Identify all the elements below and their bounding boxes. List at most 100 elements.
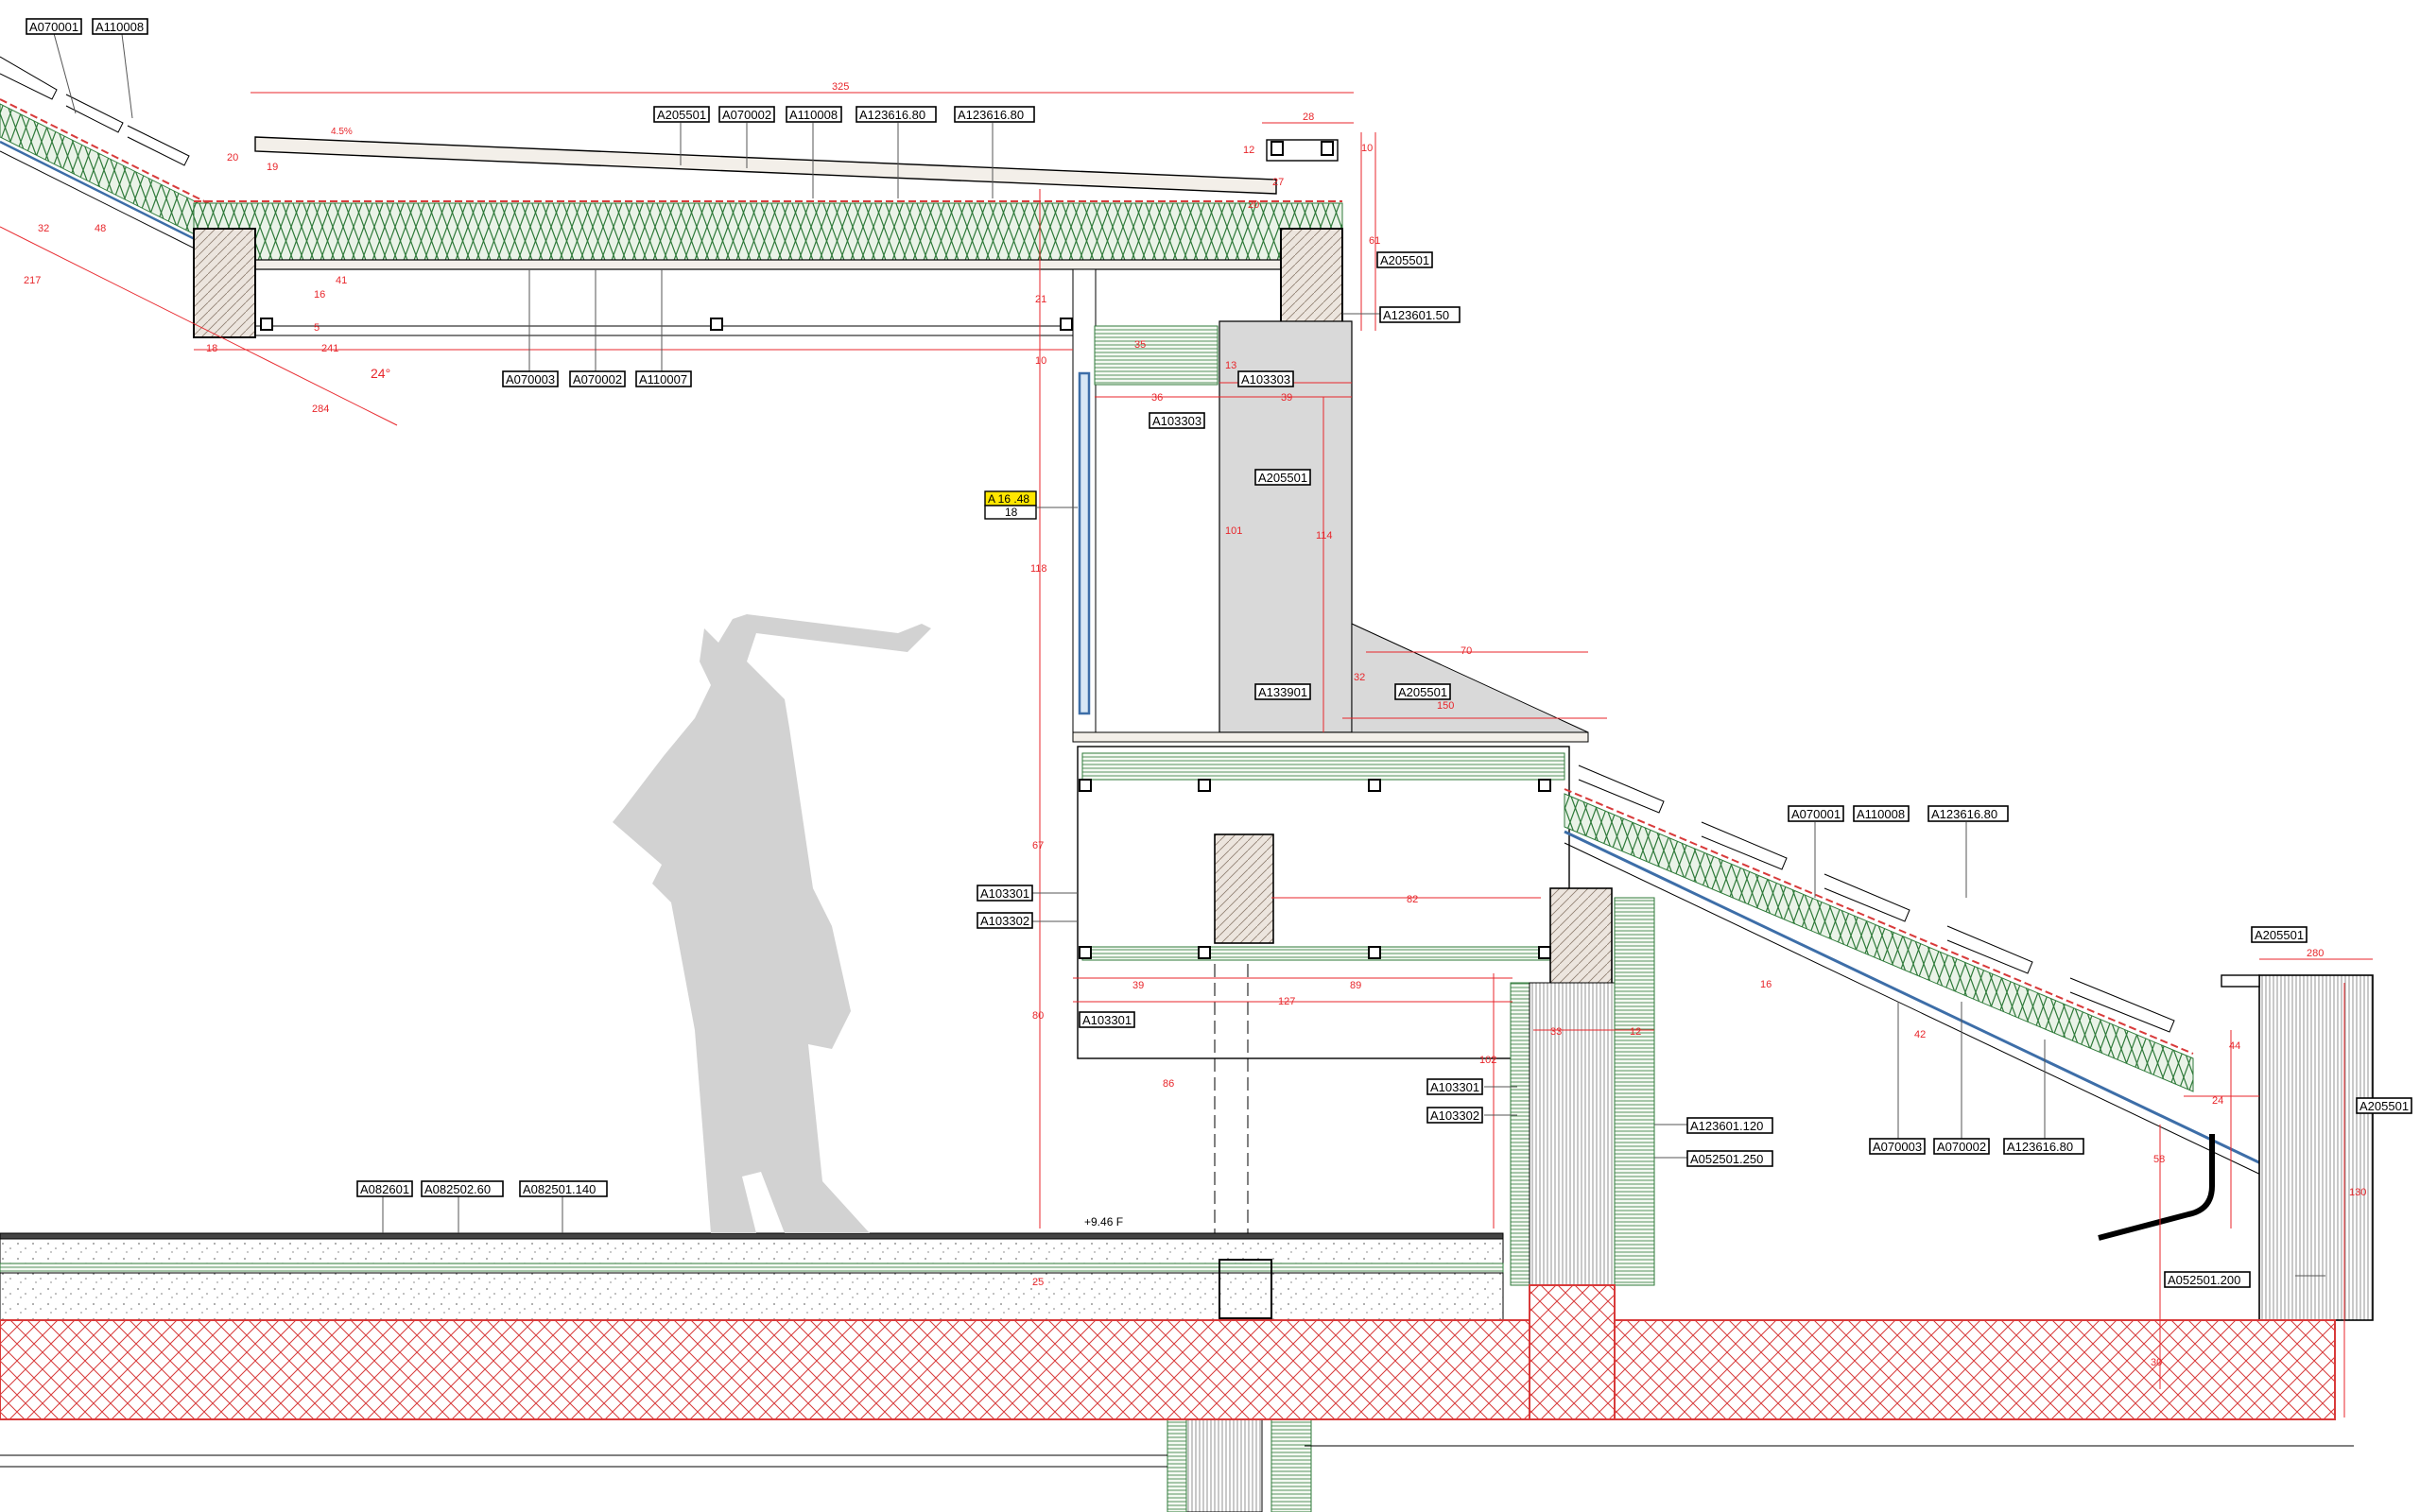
- dim-101: 101: [1225, 525, 1242, 537]
- tag-A103303-b: A103303: [1149, 412, 1205, 429]
- tag-A070002-b: A070002: [569, 370, 626, 387]
- tag-A110008-roof: A110008: [786, 106, 842, 123]
- tag-A123616-80-low: A123616.80: [2003, 1138, 2084, 1155]
- right-pitched-roof: [1564, 765, 2374, 1321]
- tag-A123601-50: A123601.50: [1379, 306, 1461, 323]
- dim-217: 217: [24, 275, 41, 286]
- slope-mark: 4.5%: [331, 127, 353, 137]
- dim-118: 118: [1030, 563, 1047, 575]
- svg-text:A103301: A103301: [1430, 1080, 1479, 1094]
- svg-text:A082601: A082601: [360, 1182, 409, 1196]
- highlighted-window-tag: A 16 .48 18: [984, 490, 1037, 520]
- svg-text:A052501.250: A052501.250: [1690, 1152, 1763, 1166]
- tag-A133901: A133901: [1254, 683, 1311, 700]
- svg-text:A070001: A070001: [1791, 807, 1841, 821]
- dim-61: 61: [1369, 235, 1380, 247]
- svg-text:18: 18: [1005, 506, 1018, 519]
- leader-lines: [51, 26, 2325, 1277]
- tag-A123616-80-right: A123616.80: [1927, 805, 2009, 822]
- tag-A103301: A103301: [977, 885, 1033, 902]
- tag-A205501: A205501: [653, 106, 710, 123]
- dim-30: 30: [2151, 1357, 2162, 1368]
- tag-A052501-250: A052501.250: [1686, 1150, 1773, 1167]
- svg-text:A123616.80: A123616.80: [1931, 807, 1997, 821]
- level-mark: +9.46 F: [1084, 1215, 1123, 1228]
- dim-241: 241: [321, 343, 338, 354]
- dim-32: 32: [38, 223, 49, 234]
- tag-A205501-edge: A205501: [2356, 1097, 2412, 1114]
- tag-A070002: A070002: [718, 106, 775, 123]
- dim-58: 58: [2153, 1154, 2165, 1165]
- label-tags: A070001 A110008 A205501 A070002 A110008 …: [26, 18, 2412, 1288]
- tag-A103302-b: A103302: [1426, 1107, 1483, 1124]
- tag-A123616-80-b: A123616.80: [954, 106, 1035, 123]
- dim-127: 127: [1278, 996, 1295, 1007]
- tag-A110008-right: A110008: [1853, 805, 1910, 822]
- dim-19: 19: [267, 162, 278, 173]
- svg-text:A070003: A070003: [1873, 1140, 1922, 1154]
- dim-21: 21: [1035, 294, 1046, 305]
- svg-text:A103303: A103303: [1241, 372, 1290, 387]
- svg-text:A205501: A205501: [2255, 928, 2304, 942]
- dim-39: 39: [1281, 392, 1292, 404]
- dim-10b: 10: [1035, 355, 1046, 367]
- svg-text:A123601.120: A123601.120: [1690, 1119, 1763, 1133]
- tag-A070003: A070003: [502, 370, 559, 387]
- dim-42: 42: [1914, 1029, 1926, 1040]
- dimension-lines: [0, 92, 2373, 1418]
- tag-A205501-right: A205501: [1376, 251, 1433, 268]
- dim-39b: 39: [1132, 980, 1144, 991]
- dim-20b: 20: [1248, 199, 1259, 211]
- dim-44: 44: [2229, 1040, 2240, 1052]
- tag-A082502-60: A082502.60: [421, 1180, 504, 1197]
- svg-text:A103303: A103303: [1152, 414, 1201, 428]
- tag-A123601-120: A123601.120: [1686, 1117, 1773, 1134]
- tag-A082601: A082601: [356, 1180, 413, 1197]
- dim-80: 80: [1032, 1010, 1044, 1022]
- dim-48: 48: [95, 223, 106, 234]
- dim-27: 27: [1272, 177, 1284, 188]
- svg-text:A110008: A110008: [95, 20, 144, 34]
- svg-text:A110007: A110007: [639, 372, 687, 387]
- dim-33: 33: [1550, 1026, 1562, 1038]
- svg-text:A110008: A110008: [1857, 807, 1905, 821]
- svg-text:A103302: A103302: [1430, 1108, 1479, 1123]
- tag-A070001: A070001: [26, 18, 82, 35]
- tag-A123616-80: A123616.80: [856, 106, 937, 123]
- svg-text:A103301: A103301: [1082, 1013, 1132, 1027]
- svg-text:A123616.80: A123616.80: [2007, 1140, 2073, 1154]
- svg-text:A103301: A103301: [980, 886, 1029, 901]
- dim-284: 284: [312, 404, 329, 415]
- svg-text:A103302: A103302: [980, 914, 1029, 928]
- tag-A103301-b: A103301: [1079, 1011, 1135, 1028]
- dim-16b: 16: [1760, 979, 1772, 990]
- angle-mark: 24°: [371, 366, 390, 381]
- svg-text:A082502.60: A082502.60: [424, 1182, 491, 1196]
- svg-text:A110008: A110008: [789, 108, 838, 122]
- dim-13: 13: [1225, 360, 1236, 371]
- tag-A205501-sill: A205501: [1394, 683, 1451, 700]
- svg-text:A205501: A205501: [1258, 471, 1307, 485]
- dim-89: 89: [1350, 980, 1361, 991]
- dim-10: 10: [1361, 143, 1373, 154]
- tag-A082501-140: A082501.140: [519, 1180, 608, 1197]
- dim-12: 12: [1243, 145, 1254, 156]
- dim-280: 280: [2307, 948, 2324, 959]
- dormer-flat-roof: [193, 136, 1343, 338]
- dim-5: 5: [314, 322, 320, 334]
- wall-columns: [1167, 897, 1655, 1512]
- dim-102: 102: [1479, 1055, 1496, 1066]
- dim-36: 36: [1151, 392, 1163, 404]
- svg-text:A082501.140: A082501.140: [523, 1182, 596, 1196]
- dim-12b: 12: [1630, 1026, 1641, 1038]
- dimension-values: 325 28 12 20 19 27 10 20 61 48 32 217 16…: [24, 81, 2366, 1368]
- tag-A052501-200: A052501.200: [2164, 1271, 2251, 1288]
- dim-18: 18: [206, 343, 217, 354]
- tag-A103301-c: A103301: [1426, 1078, 1483, 1095]
- svg-text:A123616.80: A123616.80: [958, 108, 1024, 122]
- svg-text:A070002: A070002: [1937, 1140, 1986, 1154]
- svg-text:A205501: A205501: [1398, 685, 1447, 699]
- svg-text:A070003: A070003: [506, 372, 555, 387]
- dim-32b: 32: [1354, 672, 1365, 683]
